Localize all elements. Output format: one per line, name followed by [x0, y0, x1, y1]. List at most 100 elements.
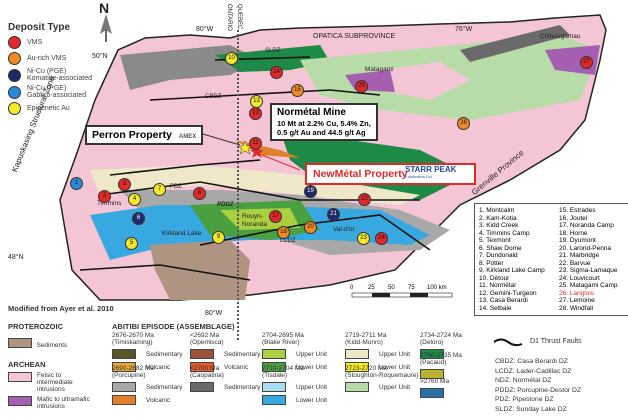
fault-abbreviation: NDZ: Normétal DZ [495, 377, 552, 384]
deposit-marker[interactable]: 15 [291, 84, 304, 97]
archean-title: ARCHEAN [8, 360, 46, 369]
deposit-marker[interactable]: 10 [225, 52, 238, 65]
pdz-label: PDZ [170, 184, 182, 190]
assemblage-age: 2734-2724 Ma [420, 332, 462, 339]
deposit-marker[interactable]: 1 [70, 177, 83, 190]
deposit-list-item: 5. Texmont [479, 237, 511, 244]
sediments-label: Sediments [36, 342, 68, 349]
deposit-list-item: 28. Windfall [559, 304, 593, 312]
deposit-list-item: 19. Dyumont [559, 237, 596, 244]
assemblage-name: (Blake River) [262, 339, 300, 346]
deposit-marker[interactable]: 22 [358, 193, 371, 206]
perron-label: Perron Property [92, 129, 172, 141]
unit-swatch [420, 388, 444, 398]
kirkland-label: Kirkland Lake [162, 230, 202, 237]
fault-pdz [109, 159, 261, 176]
deposit-marker[interactable]: 8 [193, 187, 206, 200]
deposit-marker[interactable]: 7 [153, 183, 166, 196]
unit-swatch [190, 382, 214, 392]
deposit-type-item: Epigenetic Au [8, 102, 93, 115]
assemblage-name: (Opemisca) [190, 339, 224, 346]
unit-swatch [262, 382, 286, 392]
unit-swatch [262, 362, 286, 372]
deposit-marker[interactable]: 2 [98, 190, 111, 203]
deposit-marker[interactable]: 24 [375, 232, 388, 245]
fault-abbreviation: LCDZ: Lader-Cadillac DZ [495, 367, 572, 375]
deposit-list-item: 26. Langlois [559, 289, 595, 297]
deposit-marker[interactable]: 21 [327, 208, 340, 221]
deposit-dot-icon [8, 102, 21, 115]
timmins-label: Timmins [97, 200, 122, 207]
sldz-label: SLDZ [265, 48, 281, 54]
fault-abbreviation: SLDZ: Sunday Lake DZ [495, 405, 567, 413]
deposit-marker[interactable]: 12 [249, 107, 262, 120]
deposit-marker[interactable]: 20 [304, 221, 317, 234]
deposit-marker[interactable]: 17 [269, 210, 282, 223]
normetal-title: Normétal Mine [277, 107, 346, 118]
fault-lcdz [199, 214, 431, 251]
deposit-list-item: 10. Détour [479, 274, 510, 282]
assemblage-group: <2700 Ma(Caopatina)Sedimentary [190, 365, 261, 392]
deposit-list-item: 24. Louvicourt [559, 274, 600, 282]
deposit-list-item: 16. Joutel [559, 214, 588, 222]
deposit-marker[interactable]: 25 [355, 80, 368, 93]
unit-swatch [190, 362, 214, 372]
pddz-label: PDDZ [217, 202, 234, 208]
unit-swatch [345, 362, 369, 372]
deposit-list-item: 14. Selbaie [479, 304, 512, 312]
unit-label: Upper Unit [379, 383, 411, 391]
deposit-marker[interactable]: 18 [277, 226, 290, 239]
mafic-swatch [8, 396, 32, 406]
unit-label: Upper Unit [379, 350, 411, 358]
lat-50-label: 50°N [92, 53, 108, 60]
deposit-marker[interactable]: 27 [580, 56, 593, 69]
deposit-marker[interactable]: 6 [132, 212, 145, 225]
deposit-list-item: 22. Barvue [559, 259, 591, 267]
deposit-type-label: Ni-Cu (PGE) Komatiite-associated [27, 68, 92, 82]
deposit-list-item: 17. Noranda Camp [559, 222, 614, 229]
deposit-marker[interactable]: 4 [128, 193, 141, 206]
assemblage-group: 2723-2720 Ma(Stoughton-Roquemaure)Upper … [345, 365, 419, 392]
unit-label: Upper Unit [296, 383, 328, 391]
deposit-type-label: Ni-Cu (PGE) Gabbro-associated [27, 85, 87, 99]
thrust-fault-icon [493, 338, 523, 347]
deposit-marker[interactable]: 13 [250, 95, 263, 108]
unit-swatch [420, 369, 444, 379]
deposit-dot-icon [8, 68, 21, 82]
deposit-marker[interactable]: 11 [249, 137, 262, 150]
deposit-list-item: 21. Marbridge [559, 252, 600, 259]
deposit-dot-icon [8, 52, 21, 65]
unit-swatch [345, 349, 369, 359]
unit-label: Sedimentary [224, 383, 261, 391]
assemblage-age: 2690-2682 Ma [112, 365, 154, 372]
deposit-marker[interactable]: 14 [270, 66, 283, 79]
deposit-marker[interactable]: 26 [457, 117, 470, 130]
deposit-marker[interactable]: 3 [118, 178, 131, 191]
unit-swatch [262, 349, 286, 359]
scale-50: 50 [388, 285, 395, 291]
assemblage-age: <2700 Ma [190, 365, 220, 372]
assemblage-name: (Kidd-Munro) [345, 339, 383, 346]
deposit-marker[interactable]: 9 [212, 231, 225, 244]
assemblage-name: (Stoughton-Roquemaure) [345, 372, 419, 379]
deposit-type-label: VMS [27, 39, 43, 46]
deposit-list-item: 6. Shaw Dome [479, 244, 522, 252]
perron-property-callout: Perron Property AMEX [85, 125, 204, 145]
deposit-list-item: 27. Lemoine [559, 297, 595, 304]
deposit-list-item: 15. Estrades [559, 207, 596, 214]
fault-abbreviation: PDDZ: Porcupine-Destor DZ [495, 386, 582, 394]
unit-swatch [345, 382, 369, 392]
assemblage-name: (Caopatina) [190, 372, 224, 379]
mafic-label: Mafic to ultramafic intrusions [37, 396, 90, 410]
proterozoic-title: PROTEROZOIC [8, 322, 64, 331]
deposit-marker[interactable]: 19 [304, 185, 317, 198]
deposit-marker[interactable]: 5 [125, 237, 138, 250]
deposit-marker[interactable]: 23 [357, 232, 370, 245]
unit-label: Sedimentary [146, 350, 183, 358]
assemblage-group: 2760-2735 Ma(Pacaud) [420, 352, 462, 379]
